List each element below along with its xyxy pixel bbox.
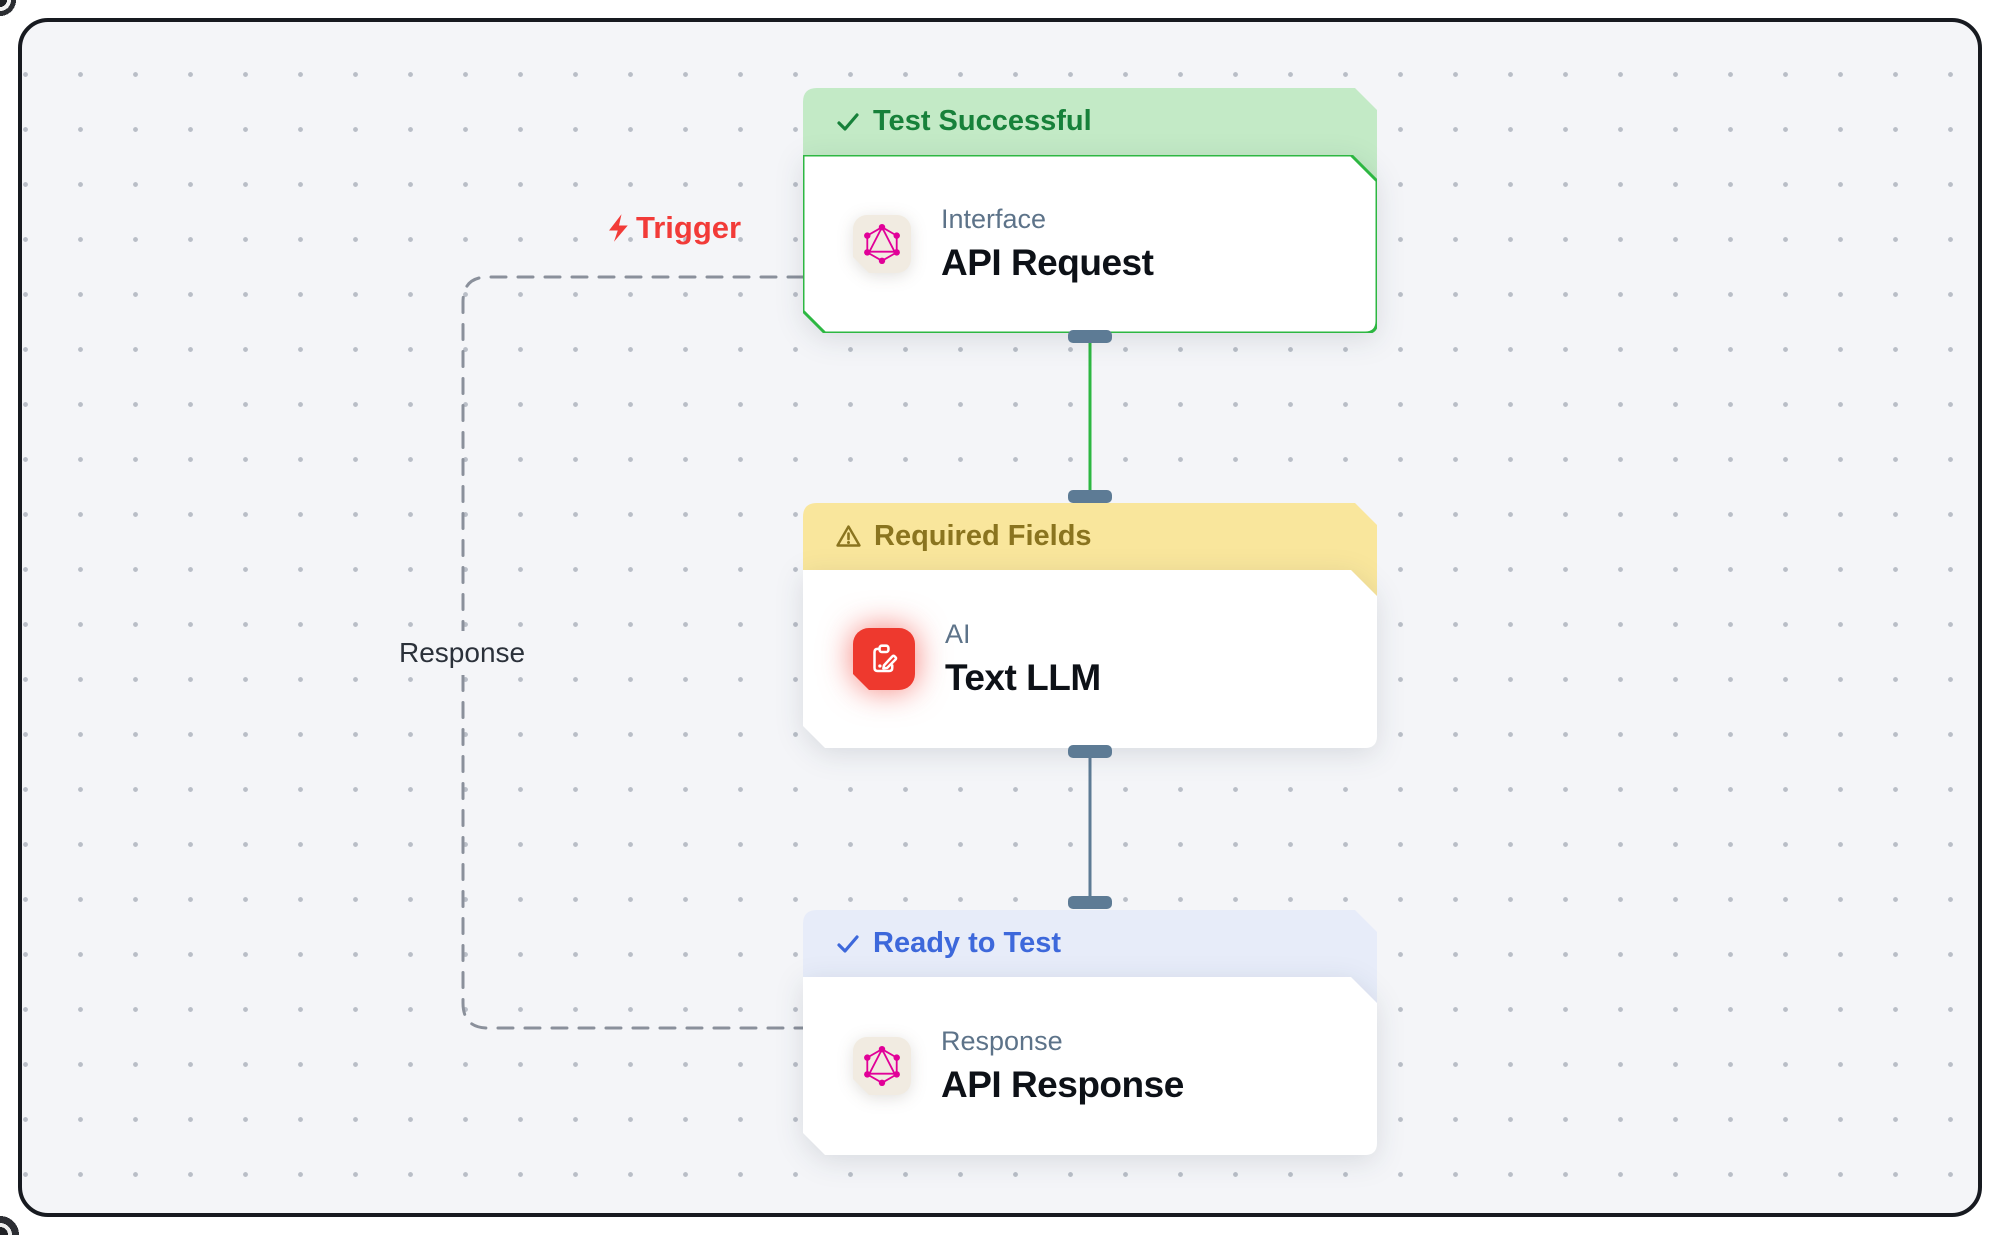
response-edge-label: Response [387, 631, 538, 675]
warning-icon [836, 525, 861, 547]
trigger-label: Trigger [604, 210, 741, 246]
node-title: API Response [941, 1064, 1184, 1105]
node-body[interactable] [803, 155, 1377, 333]
connection-handle[interactable] [1068, 896, 1112, 909]
node-text-llm[interactable]: Required Fields [803, 503, 1377, 748]
node-category: Response [941, 1026, 1063, 1056]
graphql-logo [853, 1037, 911, 1095]
node-icon-wrap [853, 628, 915, 690]
node-icon-wrap [853, 215, 911, 273]
node-content: Interface API Request [803, 155, 1377, 333]
node-api-response[interactable]: Ready to Test [803, 910, 1377, 1155]
status-badge: Required Fields [803, 503, 1377, 570]
status-text: Ready to Test [873, 927, 1062, 959]
node-title: Text LLM [945, 657, 1101, 698]
node-content: Response API Response [803, 977, 1377, 1155]
node-text: Interface API Request [941, 204, 1154, 284]
connection-handle[interactable] [1068, 490, 1112, 503]
trigger-label-text: Trigger [636, 210, 742, 245]
clipboard-edit-icon [853, 628, 915, 690]
connection-handle[interactable] [1068, 330, 1112, 343]
node-category: Interface [941, 204, 1047, 234]
node-content: AI Text LLM [803, 570, 1377, 748]
status-text: Test Successful [873, 105, 1092, 137]
node-text: AI Text LLM [945, 619, 1101, 699]
corner-ornament [0, 0, 44, 44]
node-icon-wrap [853, 1037, 911, 1095]
status-text: Required Fields [874, 520, 1092, 552]
graphql-logo [853, 215, 911, 273]
node-body[interactable] [803, 570, 1377, 748]
node-body[interactable] [803, 977, 1377, 1155]
lightning-icon [609, 214, 628, 242]
connection-handle[interactable] [1068, 745, 1112, 758]
status-badge: Test Successful [803, 88, 1377, 155]
check-icon [837, 112, 859, 131]
node-title: API Request [941, 242, 1154, 283]
status-badge: Ready to Test [803, 910, 1377, 977]
node-text: Response API Response [941, 1026, 1184, 1106]
node-category: AI [945, 619, 971, 649]
check-icon [837, 934, 859, 953]
node-api-request[interactable]: Test Successful [803, 88, 1377, 333]
